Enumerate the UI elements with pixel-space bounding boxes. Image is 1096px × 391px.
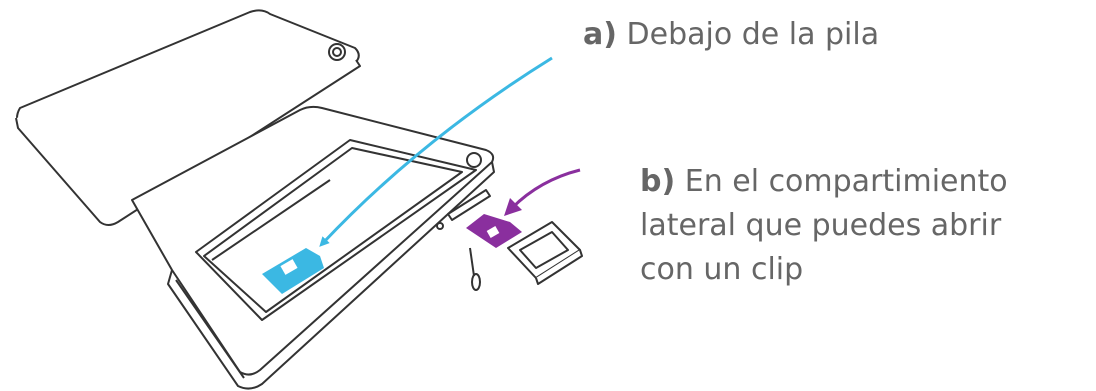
annotation-b: b) En el compartimiento lateral que pued… bbox=[640, 160, 1008, 292]
sim-tray bbox=[507, 221, 583, 285]
phone-body bbox=[131, 105, 495, 390]
nano-sim-card bbox=[466, 214, 522, 248]
annotation-a-text: Debajo de la pila bbox=[626, 17, 880, 52]
arrow-b-icon bbox=[504, 168, 581, 216]
annotation-b-marker: b) bbox=[640, 164, 676, 199]
annotation-b-line-1: En el compartimiento bbox=[684, 164, 1008, 199]
annotation-b-line-3: con un clip bbox=[640, 252, 804, 287]
annotation-a: a) Debajo de la pila bbox=[583, 15, 879, 55]
arrow-a-icon bbox=[319, 56, 553, 247]
micro-sim-card bbox=[262, 248, 324, 294]
phone-back-cover bbox=[15, 9, 361, 226]
sim-eject-pin bbox=[469, 247, 481, 291]
annotation-b-line-2: lateral que puedes abrir bbox=[640, 208, 1002, 243]
annotation-a-marker: a) bbox=[583, 17, 617, 52]
